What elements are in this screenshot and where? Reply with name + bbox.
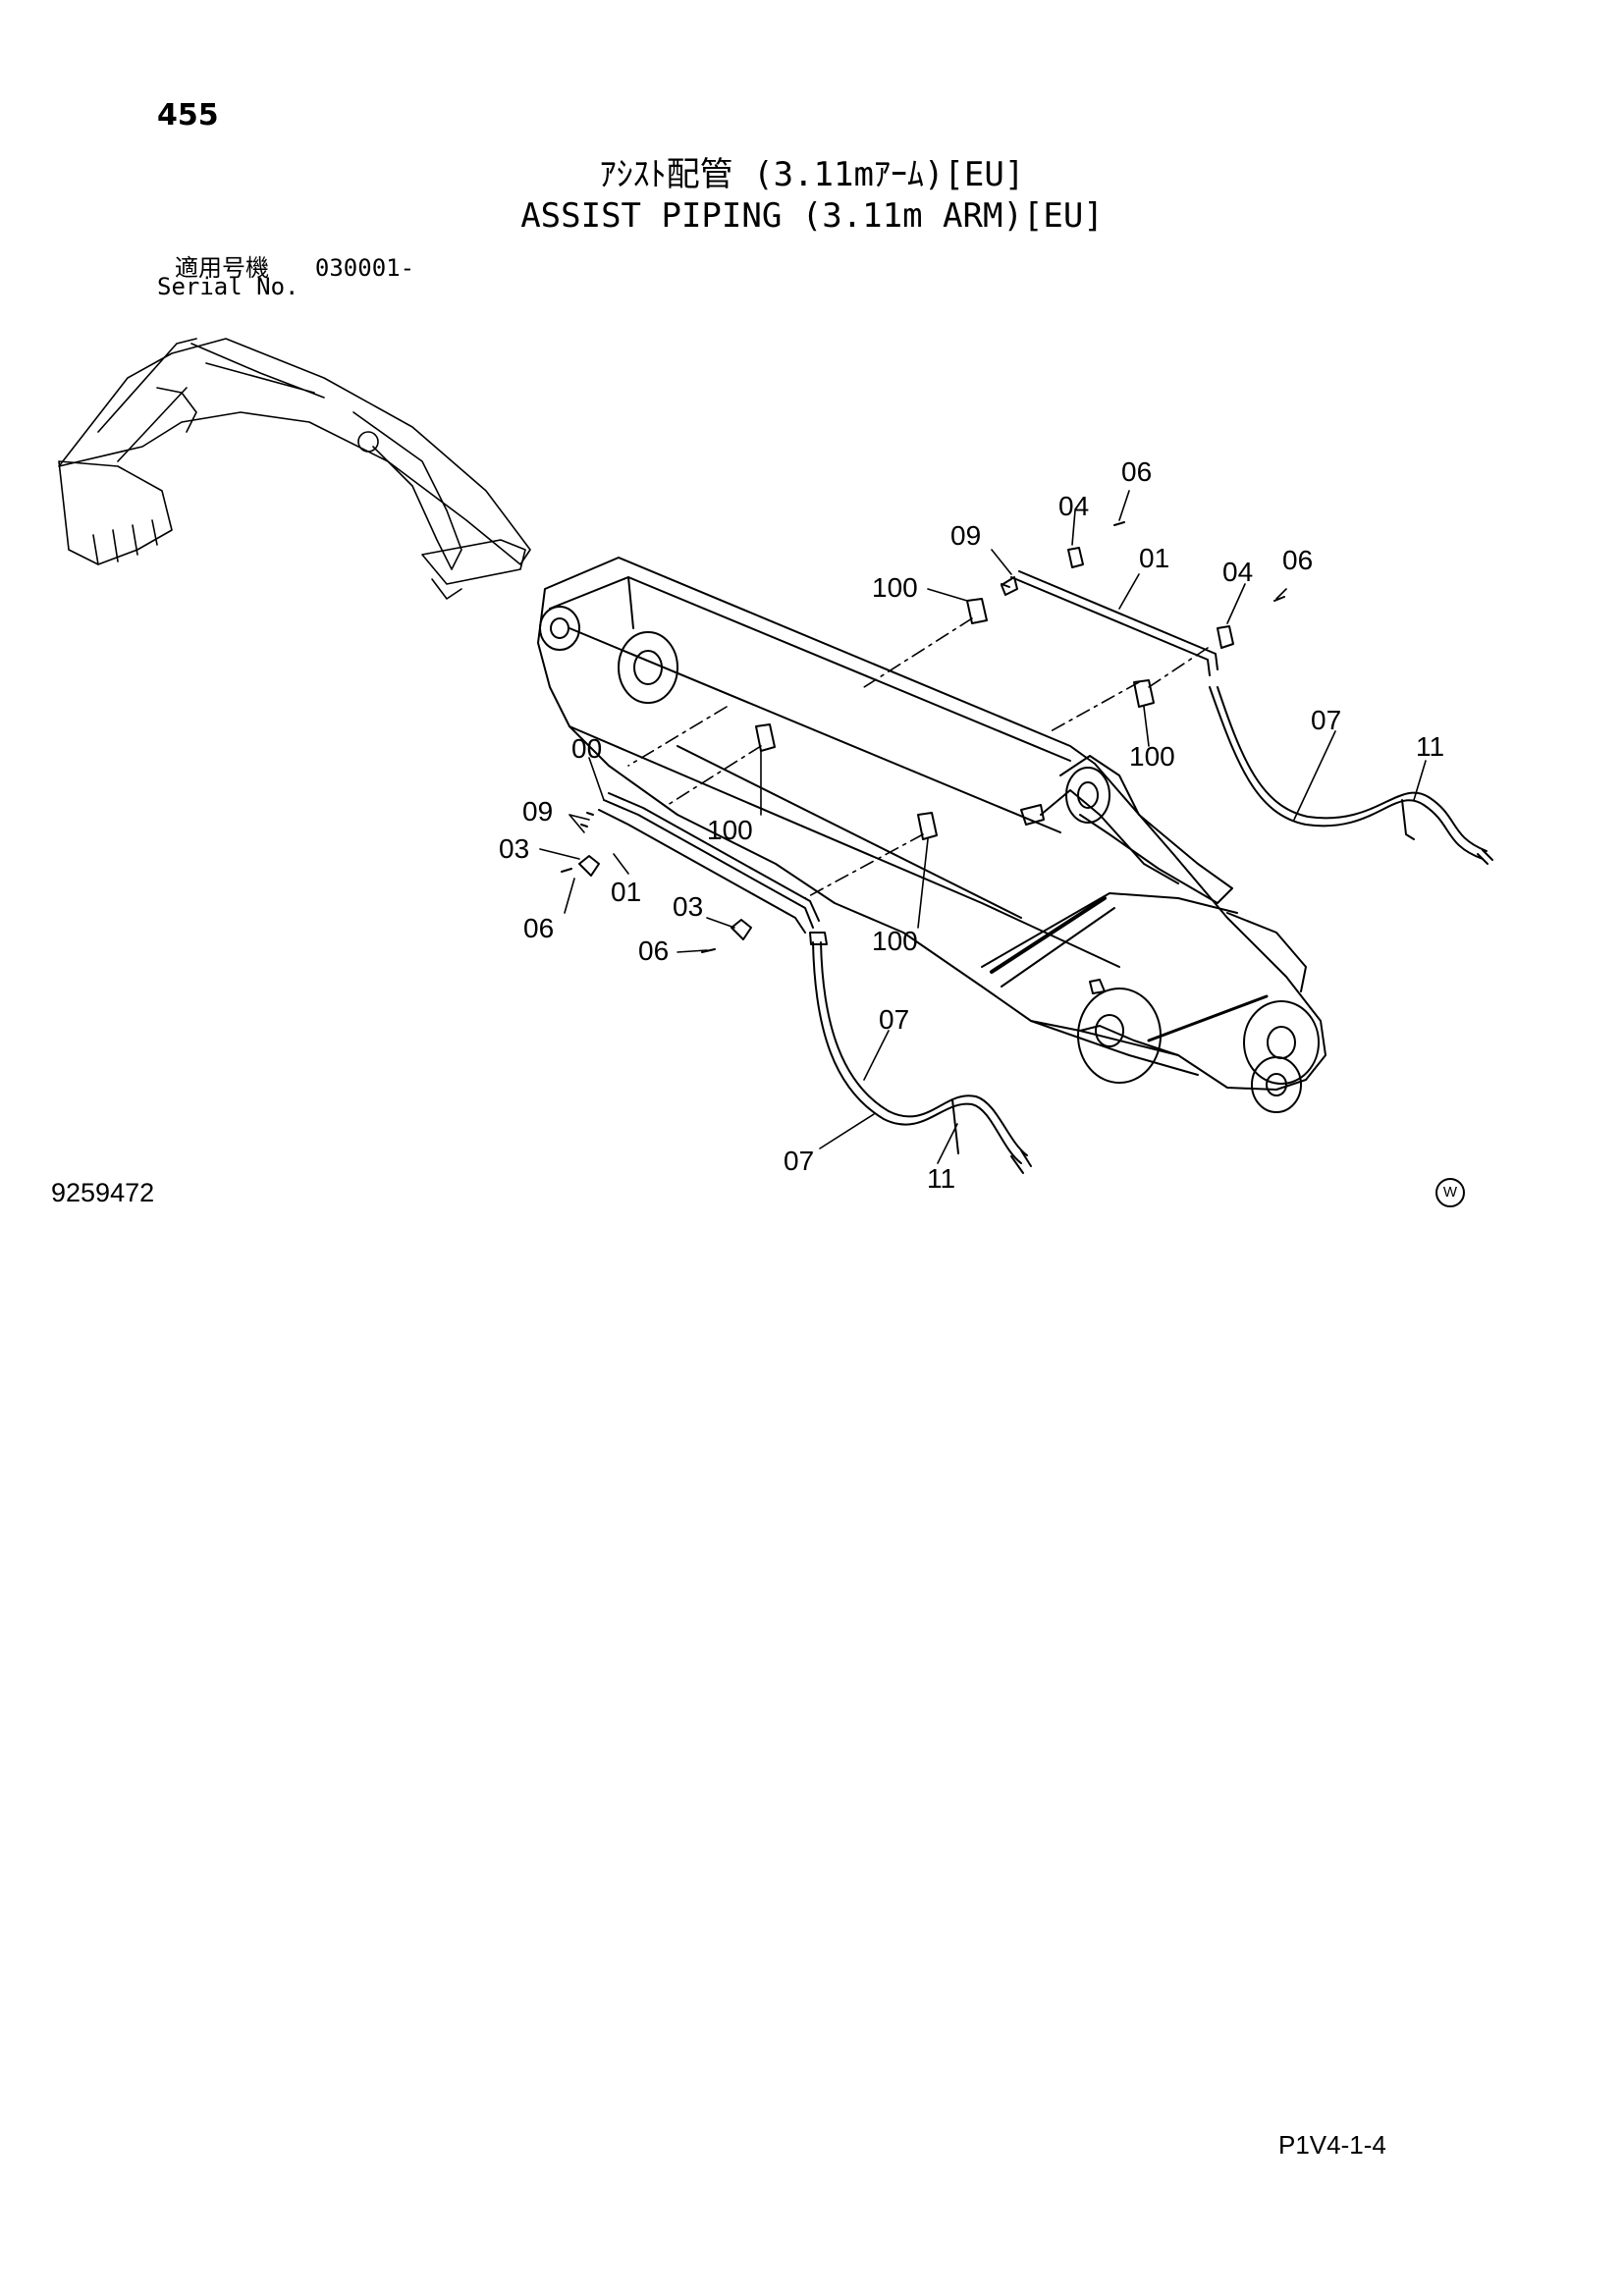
callout-09-left: 09 — [522, 796, 553, 827]
callout-07-lower: 07 — [879, 1004, 909, 1035]
callout-00: 00 — [571, 733, 602, 764]
page-title-english: ASSIST PIPING (3.11m ARM)[EU] — [520, 196, 1104, 236]
callout-06-top: 06 — [1121, 456, 1152, 487]
page-title-japanese: ｱｼｽﾄ配管 (3.11mｱｰﾑ)[EU] — [599, 155, 1025, 194]
callout-03-left: 03 — [499, 833, 529, 864]
callout-07-right: 07 — [1311, 705, 1341, 735]
callout-100-top: 100 — [872, 572, 918, 603]
callout-100-left: 100 — [707, 815, 753, 845]
lower-hose — [809, 932, 1032, 1174]
leader-lines — [539, 490, 1427, 1164]
callout-06-right: 06 — [1282, 545, 1313, 575]
serial-label-japanese: 適用号機 030001- — [175, 248, 414, 283]
page-code: P1V4-1-4 — [1278, 2130, 1386, 2160]
callout-09-top: 09 — [950, 520, 981, 551]
center-lines — [627, 617, 1209, 899]
drawing-number: 9259472 — [51, 1178, 155, 1207]
upper-clamps — [966, 521, 1285, 708]
serial-label-english: Serial No. — [157, 273, 299, 300]
callout-11-bottom: 11 — [927, 1163, 955, 1194]
lower-pipe — [598, 792, 820, 934]
serial-value: 030001- — [314, 254, 415, 282]
callout-04-top: 04 — [1058, 491, 1089, 521]
w-circle-mark: W — [1435, 1178, 1465, 1207]
callout-100-mid-right: 100 — [1129, 741, 1175, 772]
callout-labels: 06 04 09 01 04 06 100 07 11 100 00 09 10… — [499, 456, 1444, 1194]
callout-06-left: 06 — [523, 913, 554, 943]
callout-07-bottom: 07 — [784, 1146, 814, 1176]
callout-03-mid: 03 — [673, 891, 703, 922]
callout-01-left: 01 — [611, 877, 641, 907]
page-number: 455 — [157, 98, 219, 133]
serial-label-jp-text: 適用号機 — [175, 254, 269, 282]
upper-hose — [1209, 686, 1493, 865]
lower-clamps — [561, 723, 938, 953]
callout-100-bottom: 100 — [872, 926, 918, 956]
callout-11-right: 11 — [1416, 731, 1444, 762]
upper-pipe — [1001, 570, 1218, 676]
overview-thumbnail — [58, 338, 531, 600]
arm-body — [537, 557, 1326, 1113]
callout-06-mid: 06 — [638, 935, 669, 966]
callout-04-right: 04 — [1222, 557, 1253, 587]
callout-01-top: 01 — [1139, 543, 1169, 573]
